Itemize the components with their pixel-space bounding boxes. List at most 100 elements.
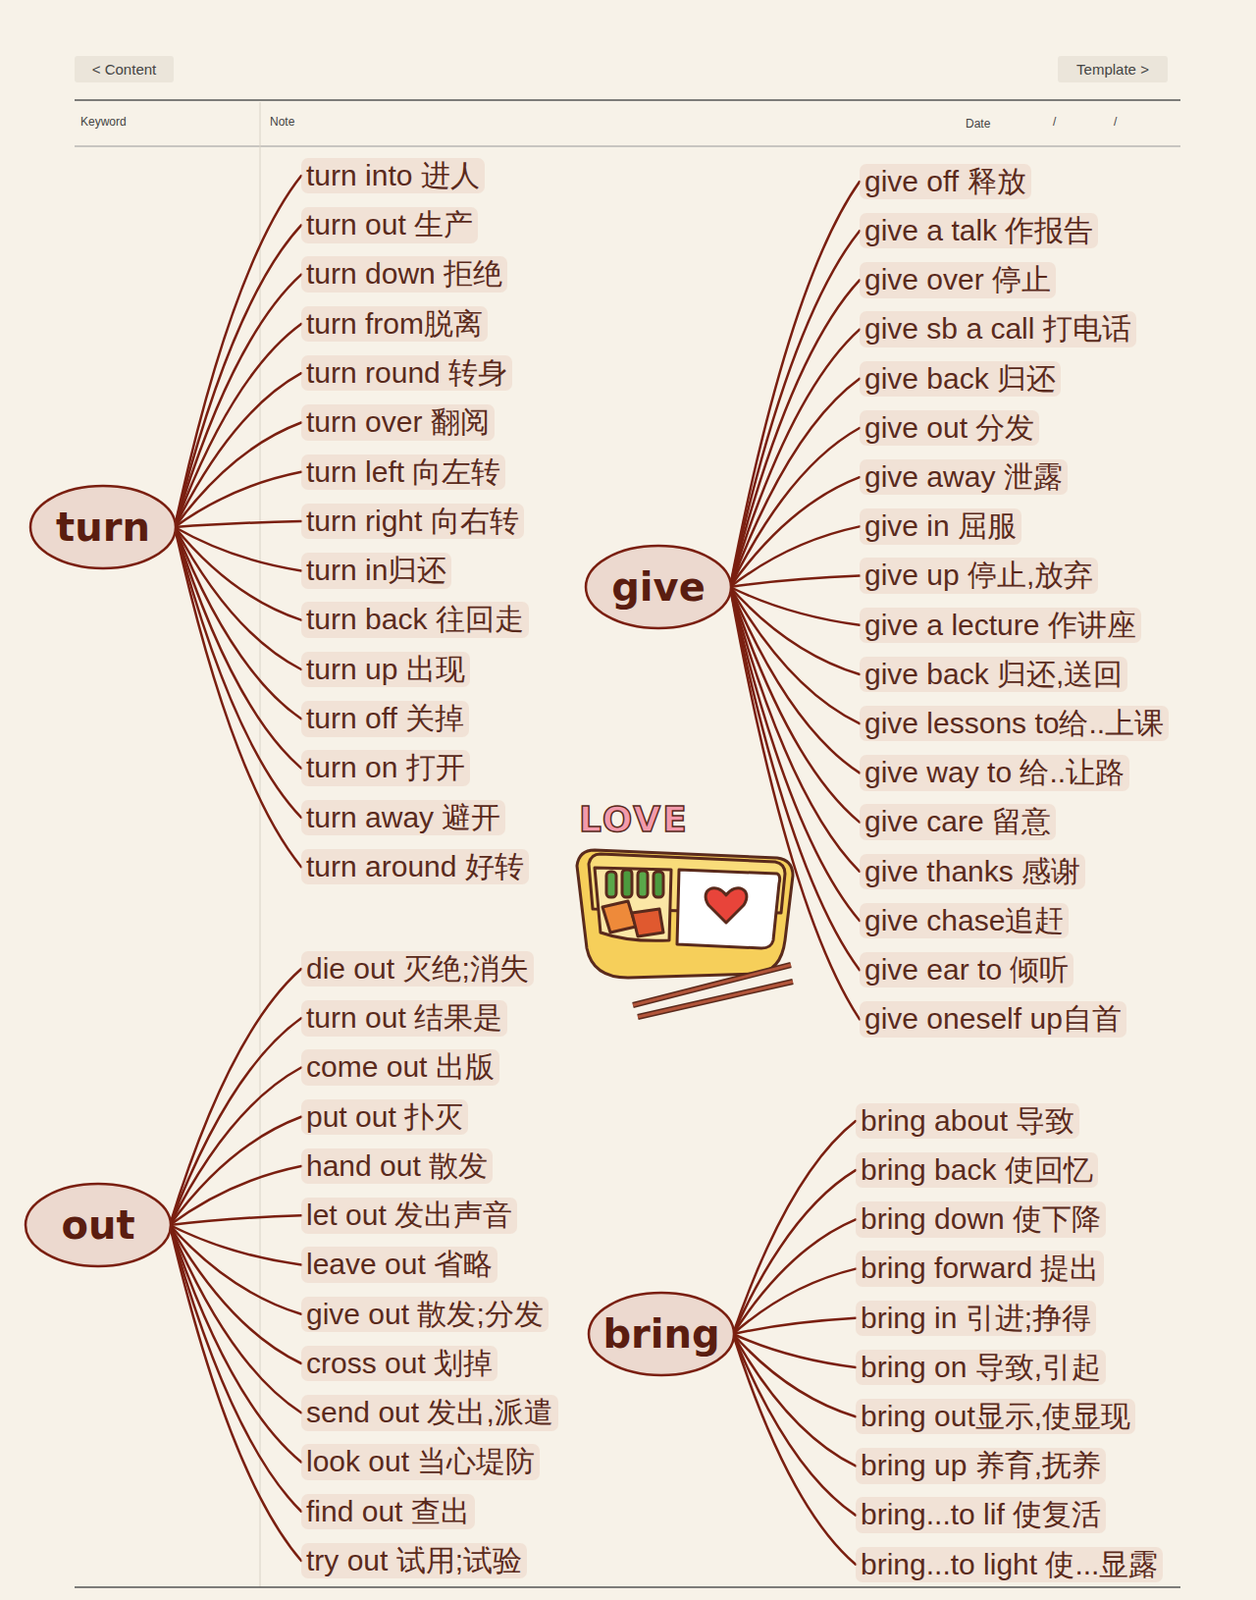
branch-line <box>169 1224 302 1561</box>
phrase-text: give out 分发 <box>864 411 1035 444</box>
phrase-text: turn into 进人 <box>306 158 480 192</box>
phrase-text: come out 出版 <box>306 1049 495 1083</box>
phrase-text: give sb a call 打电话 <box>864 312 1132 345</box>
keyword-text: give <box>611 564 706 610</box>
phrase-item: give a lecture 作讲座 <box>859 607 1142 644</box>
branch-line <box>732 1218 856 1334</box>
nav-button: Template > <box>1057 55 1168 83</box>
phrase-item: hand out 散发 <box>301 1148 493 1185</box>
branch-line <box>174 274 302 527</box>
phrase-text: give ear to 倾听 <box>864 952 1069 986</box>
keyword-ellipse: give <box>583 543 733 630</box>
phrase-text: give out 散发;分发 <box>306 1297 544 1330</box>
phrase-text: give back 归还,送回 <box>864 657 1123 690</box>
keyword-ellipse: out <box>23 1181 173 1268</box>
phrase-item: give care 留意 <box>859 803 1056 840</box>
phrase-text: look out 当心堤防 <box>306 1444 535 1477</box>
phrase-item: give over 停止 <box>859 261 1056 299</box>
phrase-item: give lessons to给..上课 <box>859 705 1169 742</box>
phrase-item: turn from脱离 <box>301 306 488 343</box>
branch-line <box>169 1116 302 1225</box>
column-header: Note <box>269 114 295 129</box>
phrase-text: bring back 使回忆 <box>860 1152 1094 1186</box>
phrase-item: turn right 向右转 <box>301 503 524 540</box>
phrase-text: send out 发出,派遣 <box>306 1395 554 1428</box>
branch-line <box>174 526 302 719</box>
phrase-item: give chase追赶 <box>859 902 1069 940</box>
phrase-text: give off 释放 <box>864 164 1027 198</box>
phrase-text: turn in归还 <box>306 553 447 586</box>
phrase-item: turn away 避开 <box>301 799 506 837</box>
branch-line <box>732 1317 856 1334</box>
branch-line <box>730 230 860 587</box>
branch-line <box>730 329 860 587</box>
phrase-item: turn up 出现 <box>301 651 471 688</box>
phrase-item: bring about 导致 <box>855 1102 1080 1140</box>
phrase-item: give away 泄露 <box>859 459 1068 496</box>
phrase-text: give a lecture 作讲座 <box>864 608 1137 641</box>
branch-line <box>169 1224 302 1413</box>
branch-line <box>730 575 860 587</box>
ellipse-shape <box>30 485 176 569</box>
branch-line <box>174 526 302 867</box>
header-rule <box>74 99 1181 102</box>
phrase-item: turn into 进人 <box>301 157 485 195</box>
phrase-text: turn left 向左转 <box>306 455 501 488</box>
phrase-item: try out 试用;试验 <box>301 1542 527 1579</box>
column-header: Keyword <box>80 114 127 129</box>
phrase-text: find out 查出 <box>306 1494 471 1527</box>
branch-line <box>732 1169 856 1334</box>
branch-line <box>732 1333 856 1516</box>
phrase-item: give up 停止,放弃 <box>859 557 1099 594</box>
phrase-text: give way to 给..让路 <box>864 755 1125 788</box>
keyword-text: bring <box>602 1310 720 1357</box>
branch-line <box>169 1067 302 1226</box>
phrase-text: hand out 散发 <box>306 1149 488 1182</box>
phrase-text: bring...to light 使...显露 <box>860 1547 1158 1580</box>
phrase-text: bring in 引进;挣得 <box>860 1301 1092 1334</box>
bento-illustration <box>576 849 793 1017</box>
phrase-text: give up 停止,放弃 <box>864 558 1094 591</box>
keyword-text: turn <box>55 504 151 550</box>
phrase-item: turn in归还 <box>301 552 452 589</box>
phrase-item: bring in 引进;挣得 <box>855 1300 1097 1337</box>
phrase-item: bring up 养育,抚养 <box>855 1447 1106 1484</box>
phrase-item: give ear to 倾听 <box>859 951 1074 989</box>
phrase-item: turn out 生产 <box>301 207 478 244</box>
phrase-text: turn from脱离 <box>306 307 483 340</box>
keyword-ellipse: bring <box>586 1290 736 1377</box>
phrase-item: let out 发出声音 <box>301 1197 518 1234</box>
phrase-item: turn back 往回走 <box>301 601 529 638</box>
phrase-text: turn up 出现 <box>306 652 466 685</box>
phrase-text: turn out 结果是 <box>306 1000 503 1034</box>
phrase-item: turn out 结果是 <box>301 999 508 1037</box>
phrase-text: give oneself up自首 <box>864 1001 1122 1035</box>
phrase-item: turn over 翻阅 <box>301 404 495 441</box>
branch-line <box>730 586 860 872</box>
phrase-text: give a talk 作报告 <box>864 213 1094 247</box>
branch-line <box>174 471 302 527</box>
phrase-item: die out 灭绝;消失 <box>301 950 534 988</box>
phrase-text: turn off 关掉 <box>306 701 465 734</box>
phrase-item: bring on 导致,引起 <box>855 1349 1106 1386</box>
phrase-text: bring up 养育,抚养 <box>860 1448 1101 1481</box>
branch-line <box>730 586 860 823</box>
phrase-text: give back 归还 <box>864 362 1056 395</box>
phrase-text: bring on 导致,引起 <box>860 1350 1101 1383</box>
phrase-text: bring down 使下降 <box>860 1202 1101 1235</box>
phrase-text: bring about 导致 <box>860 1103 1075 1137</box>
phrase-item: give a talk 作报告 <box>859 212 1099 250</box>
phrase-text: give away 泄露 <box>864 460 1063 493</box>
branch-line <box>174 372 302 527</box>
ellipse-shape <box>585 545 732 628</box>
phrase-text: turn around 好转 <box>306 849 524 883</box>
ellipse-shape <box>25 1183 171 1266</box>
phrase-item: find out 查出 <box>301 1493 475 1530</box>
phrase-item: put out 扑灭 <box>301 1099 469 1136</box>
header-rule <box>74 146 1181 148</box>
branch-line <box>730 586 860 1019</box>
branch-line <box>730 427 860 587</box>
phrase-item: turn left 向左转 <box>301 454 506 491</box>
branch-line <box>174 526 302 769</box>
phrase-text: bring out显示,使显现 <box>860 1399 1131 1432</box>
